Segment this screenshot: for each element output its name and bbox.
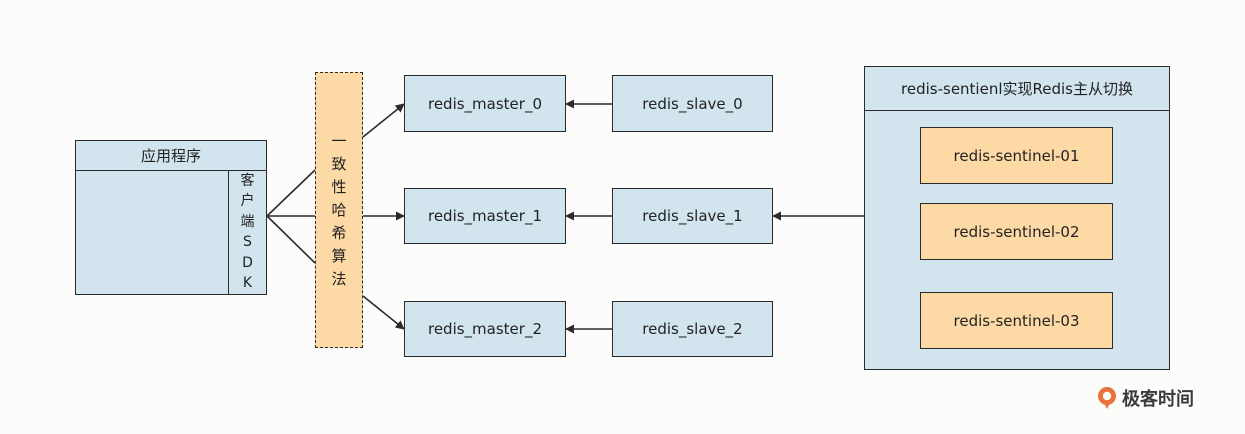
redis-master-0-node: redis_master_0 <box>404 75 566 132</box>
redis-slave-1-node: redis_slave_1 <box>612 188 773 244</box>
sdk-char: K <box>242 275 253 291</box>
sentinel-group-title: redis-sentienl实现Redis主从切换 <box>865 67 1169 111</box>
application-title: 应用程序 <box>76 141 266 171</box>
hash-char: 致 <box>331 154 347 173</box>
sdk-char: 端 <box>240 213 255 230</box>
redis-master-1-node: redis_master_1 <box>404 188 566 244</box>
sdk-char: 客 <box>240 172 255 189</box>
application-block: 应用程序 客 户 端 S D K <box>75 140 267 295</box>
sdk-to-hash-line-bottom <box>266 215 316 264</box>
hash-char: 希 <box>331 223 347 242</box>
consistent-hash-block: 一 致 性 哈 希 算 法 <box>315 72 363 348</box>
hash-char: 哈 <box>331 200 347 219</box>
client-sdk-block: 客 户 端 S D K <box>228 170 266 294</box>
redis-sentinel-01-node: redis-sentinel-01 <box>920 127 1113 184</box>
hash-to-master-2-arrow <box>362 295 405 330</box>
hash-char: 算 <box>331 246 347 265</box>
hash-to-master-0-arrow <box>362 103 405 138</box>
geektime-watermark: 极客时间 <box>1096 384 1194 412</box>
sdk-char: 户 <box>240 193 255 209</box>
redis-sentinel-02-node: redis-sentinel-02 <box>920 203 1113 260</box>
redis-slave-0-node: redis_slave_0 <box>612 75 773 132</box>
watermark-text: 极客时间 <box>1122 389 1194 410</box>
redis-sentinel-03-node: redis-sentinel-03 <box>920 292 1113 349</box>
sdk-char: S <box>243 234 252 250</box>
hash-char: 性 <box>331 177 347 196</box>
sdk-char: D <box>242 254 253 271</box>
sdk-to-hash-line-top <box>266 169 316 217</box>
redis-slave-2-node: redis_slave_2 <box>612 301 773 357</box>
geektime-logo-icon <box>1098 387 1116 409</box>
redis-master-2-node: redis_master_2 <box>404 301 566 357</box>
hash-char: 法 <box>331 269 347 288</box>
hash-char: 一 <box>331 131 347 150</box>
